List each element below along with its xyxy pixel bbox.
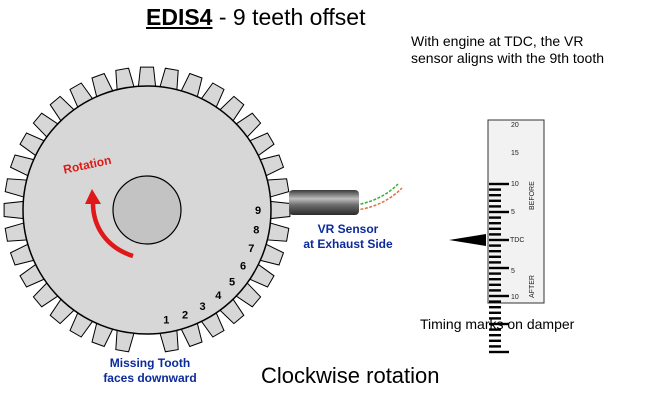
scale-number-5-after: 5: [511, 268, 515, 275]
vr-sensor: [289, 183, 403, 215]
timing-mark: [489, 322, 509, 326]
tooth-number: 7: [248, 243, 254, 255]
timing-mark: [489, 311, 501, 314]
scale-before-label: BEFORE: [529, 181, 536, 210]
timing-mark: [489, 266, 509, 270]
timing-mark: [489, 182, 509, 186]
rotation-caption: Clockwise rotation: [261, 363, 440, 388]
tooth-number: 9: [255, 205, 261, 217]
missing-tooth-label: Missing Tooth faces downward: [92, 356, 208, 386]
tooth-number: 1: [163, 314, 169, 326]
timing-mark: [489, 244, 501, 247]
timing-mark: [489, 255, 501, 258]
timing-mark: [489, 300, 501, 303]
scale-tdc-label: TDC: [510, 237, 524, 244]
scale-after-label: AFTER: [529, 275, 536, 298]
title-rest: - 9 teeth offset: [212, 4, 366, 30]
timing-scale-marks: [489, 182, 509, 354]
timing-mark: [489, 345, 501, 348]
timing-mark: [489, 205, 501, 208]
vr-sensor-label-line1: VR Sensor: [317, 222, 379, 236]
scale-number-5-before: 5: [511, 209, 515, 216]
timing-mark: [489, 199, 501, 202]
tooth-number: 6: [240, 261, 246, 273]
wheel-hub: [112, 175, 182, 245]
timing-mark: [489, 222, 501, 225]
tooth-number: 8: [253, 224, 259, 236]
tooth-number: 4: [215, 290, 222, 302]
tdc-note-line1: With engine at TDC, the VR: [411, 33, 584, 49]
rotation-arrowhead-icon: [85, 189, 101, 204]
timing-caption: Timing marks on damper: [420, 316, 575, 332]
rotation-arrow-icon: [90, 199, 134, 259]
scale-number-15-before: 15: [511, 150, 519, 157]
timing-mark: [489, 289, 501, 292]
timing-pointer-icon: [449, 234, 486, 246]
timing-scale: 20 15 10 5 TDC 5 10 BEFORE AFTER: [487, 119, 545, 354]
vr-sensor-label-line2: at Exhaust Side: [303, 237, 393, 251]
tooth-number: 5: [229, 276, 235, 288]
timing-mark: [489, 238, 509, 242]
timing-mark: [489, 210, 509, 214]
timing-mark: [489, 294, 509, 298]
timing-mark: [489, 216, 501, 219]
timing-mark: [489, 334, 501, 337]
timing-mark: [489, 278, 501, 281]
vr-sensor-label: VR Sensor at Exhaust Side: [296, 222, 400, 252]
page-title: EDIS4 - 9 teeth offset: [146, 4, 366, 31]
timing-mark: [489, 306, 501, 309]
timing-mark: [489, 317, 501, 320]
timing-mark: [489, 233, 501, 236]
timing-mark: [489, 188, 501, 191]
vr-sensor-body: [289, 190, 359, 215]
timing-mark: [489, 250, 501, 253]
timing-mark: [489, 272, 501, 275]
missing-tooth-line2: faces downward: [103, 371, 197, 385]
timing-mark: [489, 283, 501, 286]
sensor-wire-orange: [355, 187, 403, 211]
scale-number-10-after: 10: [511, 294, 519, 301]
tooth-number: 3: [199, 301, 205, 313]
tdc-note-line2: sensor aligns with the 9th tooth: [411, 50, 605, 66]
scale-number-10-before: 10: [511, 181, 519, 188]
scale-number-20: 20: [511, 122, 519, 129]
title-bold: EDIS4: [146, 4, 213, 30]
timing-mark: [489, 227, 501, 230]
timing-mark: [489, 328, 501, 331]
tooth-number: 2: [182, 309, 188, 321]
tdc-note: With engine at TDC, the VR sensor aligns…: [411, 33, 604, 67]
timing-mark: [489, 261, 501, 264]
sensor-wire-green: [355, 183, 399, 206]
timing-mark: [489, 350, 509, 354]
missing-tooth-line1: Missing Tooth: [109, 356, 191, 370]
timing-mark: [489, 194, 501, 197]
timing-mark: [489, 339, 501, 342]
